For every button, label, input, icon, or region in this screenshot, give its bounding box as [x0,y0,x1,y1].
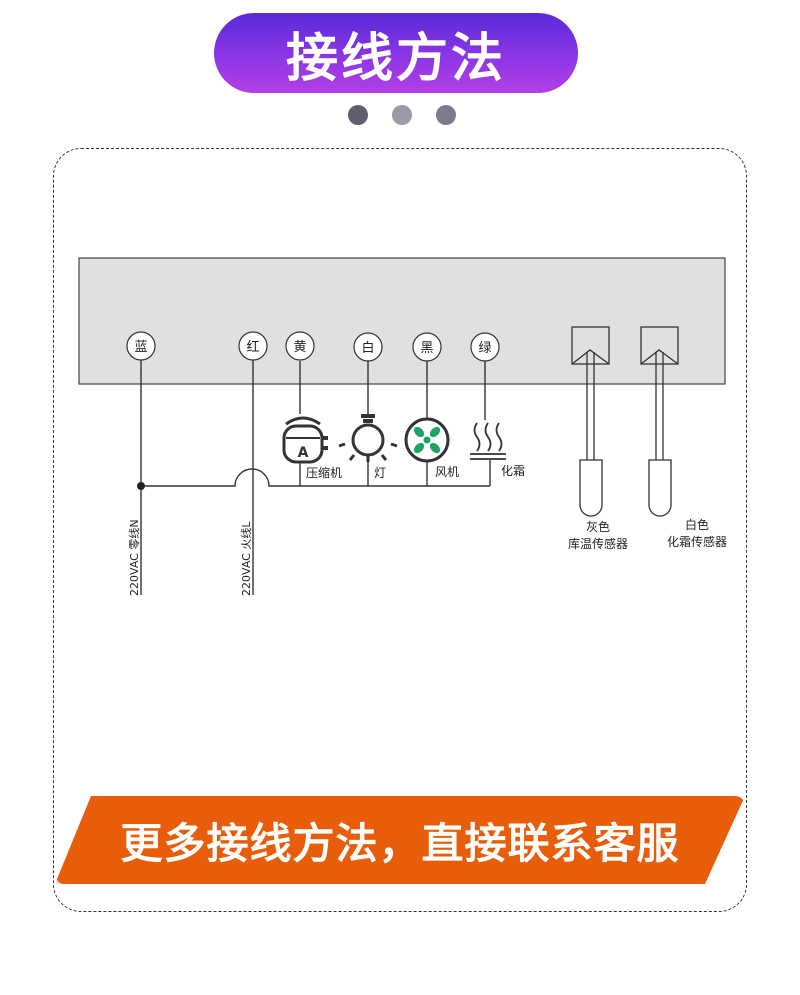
contact-service-banner[interactable]: 更多接线方法，直接联系客服 [55,796,745,884]
fan-label: 风机 [435,465,459,479]
room-sensor-color: 灰色 [586,520,610,534]
wires [140,360,491,595]
defrost-sensor-name: 化霜传感器 [667,534,727,549]
compressor-icon: A [282,416,328,464]
contact-service-label: 更多接线方法，直接联系客服 [120,818,680,868]
terminal-green: 绿 [470,332,500,362]
terminal-label: 蓝 [134,340,147,355]
defrost-sensor-color: 白色 [685,517,709,532]
junction-dot [137,482,145,490]
pagination-dot [348,105,368,125]
defrost-sensor [640,326,679,517]
defrost-label: 化霜 [501,464,525,478]
neutral-line-label: 220VAC 零线N [127,519,141,596]
terminal-label: 绿 [478,341,491,356]
compressor-mark: A [298,445,309,461]
terminal-white: 白 [353,332,383,362]
terminal-black: 黑 [412,332,442,362]
room-sensor-name: 库温传感器 [568,536,628,551]
defrost-heater-icon [470,422,506,460]
pagination-dot [436,105,456,125]
page-title: 接线方法 [214,13,578,93]
controller-panel [78,257,726,385]
page-title-text: 接线方法 [285,28,506,89]
live-line-label: 220VAC 火线L [239,521,253,596]
terminal-red: 红 [238,331,268,361]
light-label: 灯 [374,466,386,480]
terminal-label: 黄 [293,340,306,355]
compressor-label: 压缩机 [306,465,342,480]
contact-service-banner-bg [55,796,745,884]
terminal-blue: 蓝 [126,331,156,361]
light-bulb-icon [338,414,398,462]
terminal-label: 黑 [420,341,433,356]
diagram-frame [53,148,747,912]
room-temp-sensor [571,326,610,517]
terminal-label: 白 [361,340,374,356]
terminal-label: 红 [246,339,259,355]
terminal-yellow: 黄 [285,331,315,361]
fan-icon [404,417,450,463]
pagination-dot [392,105,412,125]
